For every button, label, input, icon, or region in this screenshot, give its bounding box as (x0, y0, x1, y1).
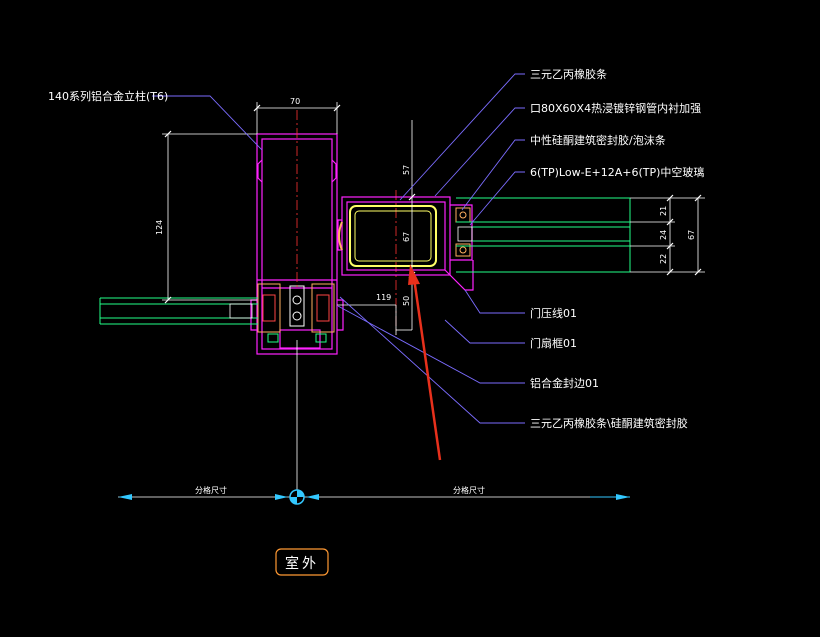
dim-22: 22 (659, 254, 668, 264)
outdoor-tag-label: 室外 (285, 555, 319, 572)
dim-50: 50 (402, 296, 411, 306)
outdoor-tag-box (275, 548, 329, 576)
mullion-inner-parts (257, 283, 335, 343)
dim-67-glass: 67 (687, 230, 696, 240)
axis-label-right: 分格尺寸 (453, 485, 485, 495)
red-pointer-arrow (408, 264, 442, 461)
label-pressure-line: 门压线01 (530, 306, 577, 320)
label-mullion: 140系列铝合金立柱(T6) (48, 89, 168, 103)
label-cover-plate: 铝合金封边01 (530, 376, 599, 390)
centerlines (296, 110, 397, 335)
dim-24: 24 (659, 230, 668, 240)
label-door-frame: 门扇框01 (530, 336, 577, 350)
dim-67-sash: 67 (402, 232, 411, 242)
label-rubber-sealant: 三元乙丙橡胶条\硅酮建筑密封胶 (530, 416, 688, 430)
right-insulated-glass (456, 197, 631, 273)
steel-reinforcement-tube (349, 205, 437, 267)
label-rubber-strip: 三元乙丙橡胶条 (530, 67, 607, 81)
axis-label-left: 分格尺寸 (195, 485, 227, 495)
left-glass-panel (99, 297, 258, 325)
label-steel-tube: 口80X60X4热浸镀锌钢管内衬加强 (530, 101, 701, 115)
label-sealant: 中性硅酮建筑密封胶/泡沫条 (530, 133, 666, 147)
steel-tube-inner (354, 210, 432, 262)
label-glass: 6(TP)Low-E+12A+6(TP)中空玻璃 (530, 165, 704, 179)
dim-124: 124 (155, 220, 164, 235)
dim-21: 21 (659, 206, 668, 216)
dim-57: 57 (402, 165, 411, 175)
right-glass-spacer (457, 226, 473, 242)
dim-70: 70 (290, 97, 300, 106)
dim-119: 119 (376, 293, 391, 302)
left-glass-spacer (229, 303, 253, 319)
grid-axis (118, 489, 630, 505)
leader-lines (152, 73, 525, 424)
sash-rubber-strip (338, 221, 343, 251)
